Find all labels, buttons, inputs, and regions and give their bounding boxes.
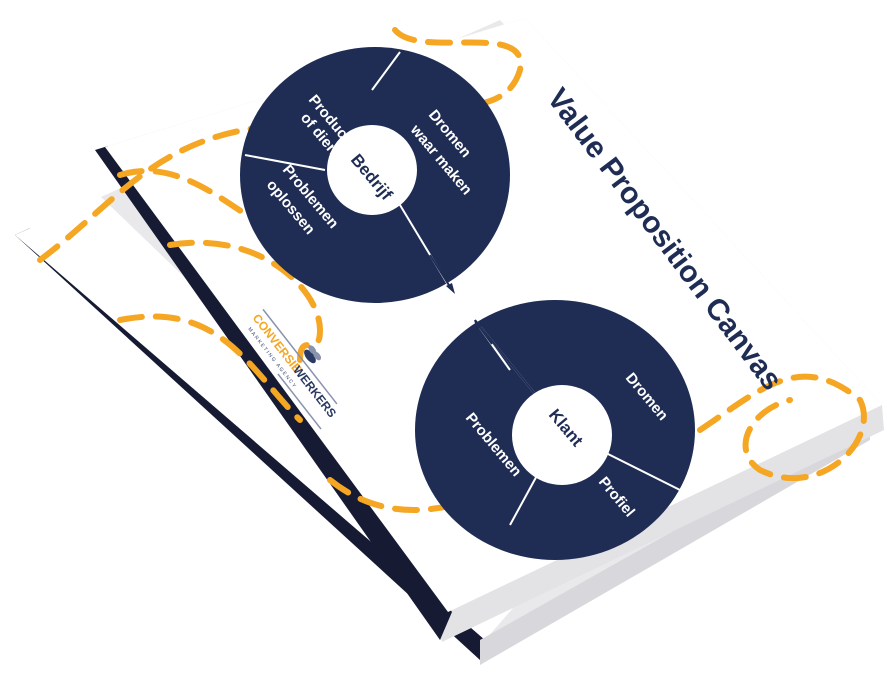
arrow-up-icon [474,320,511,371]
bedrijf-circle [240,47,510,303]
klant-circle [415,300,695,560]
bee-icon [304,345,322,364]
arrow-down-icon [429,254,455,294]
